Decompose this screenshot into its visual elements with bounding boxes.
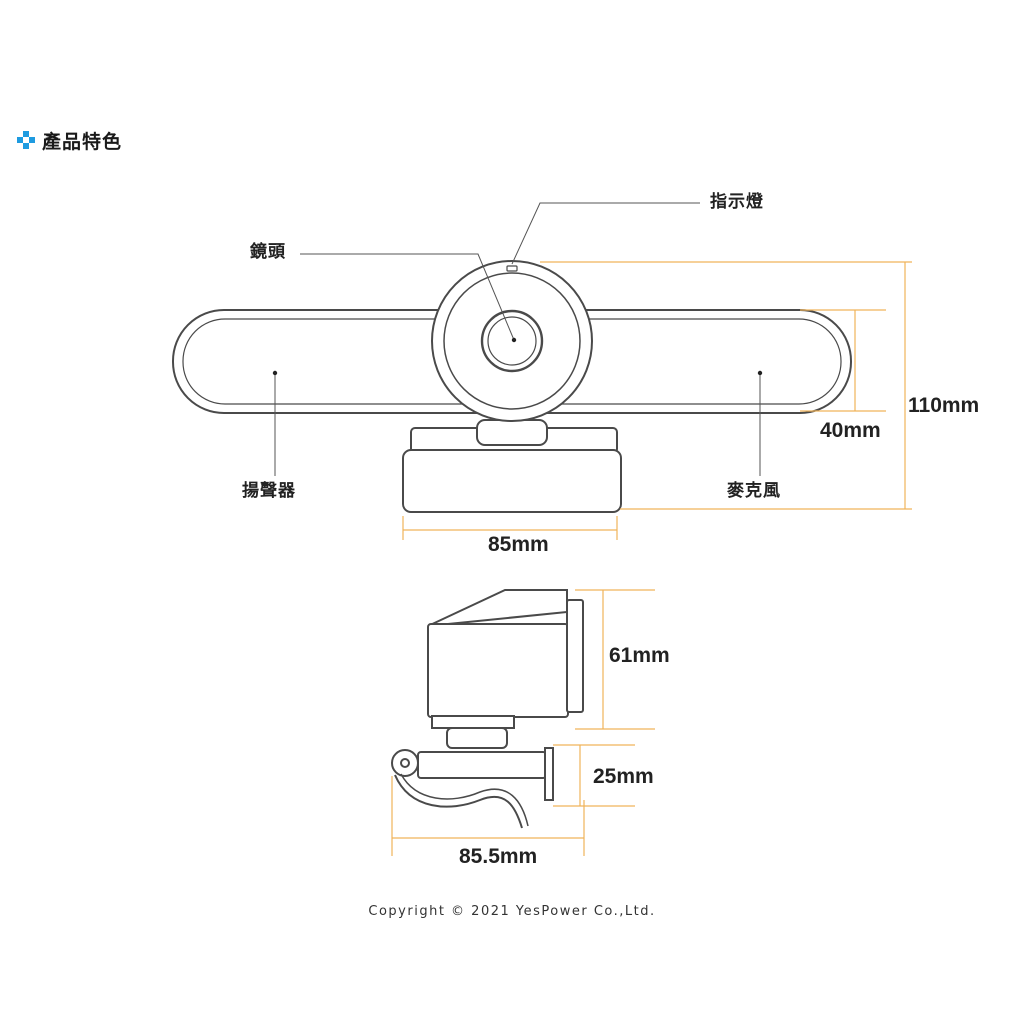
clip-ring: [391, 749, 419, 777]
base-block: [402, 449, 622, 513]
page-title: 產品特色: [42, 130, 123, 153]
hinge: [446, 727, 508, 749]
section-title: 產品特色: [16, 126, 122, 154]
clip-ring-hole: [400, 758, 410, 768]
clip-height-label: 25mm: [593, 765, 654, 788]
lens-outer: [480, 309, 544, 373]
mic-dot: [757, 370, 763, 376]
clip-front-arm: [544, 747, 554, 801]
camera-top-shell: [427, 589, 568, 627]
blue-diamond-icon: [17, 131, 35, 149]
lens-dot: [511, 337, 517, 343]
clip-foot-inner: [400, 773, 529, 827]
camera-neck: [476, 419, 548, 446]
camera-ring: [443, 272, 581, 410]
front-dimension-lines: [402, 261, 912, 540]
indicator-led: [506, 265, 518, 272]
clip-foot-outer: [394, 774, 523, 829]
speaker-label: 揚聲器: [242, 481, 296, 501]
total-height-label: 110mm: [908, 394, 980, 417]
lens-inner: [487, 316, 537, 366]
indicator-leader: [511, 202, 700, 265]
side-height-label: 61mm: [609, 644, 670, 667]
front-leaders: [274, 202, 761, 476]
side-dimension-lines: [391, 589, 655, 856]
side-view: [391, 589, 584, 829]
microphone-label: 麥克風: [727, 481, 781, 501]
bar-height-label: 40mm: [820, 419, 881, 442]
camera-body: [427, 623, 569, 718]
side-depth-label: 85.5mm: [459, 845, 538, 868]
clip-bar: [417, 751, 547, 779]
leader-dots: [272, 337, 763, 376]
speaker-dot: [272, 370, 278, 376]
front-width-label: 85mm: [488, 533, 549, 556]
camera-bottom-step: [431, 715, 515, 729]
lens-label: 鏡頭: [250, 242, 286, 262]
indicator-label: 指示燈: [710, 192, 764, 212]
copyright-text: Copyright © 2021 YesPower Co.,Ltd.: [368, 904, 656, 919]
camera-front: [566, 599, 584, 713]
front-view: [172, 260, 852, 513]
camera-head: [431, 260, 593, 422]
lens-leader: [300, 253, 515, 341]
